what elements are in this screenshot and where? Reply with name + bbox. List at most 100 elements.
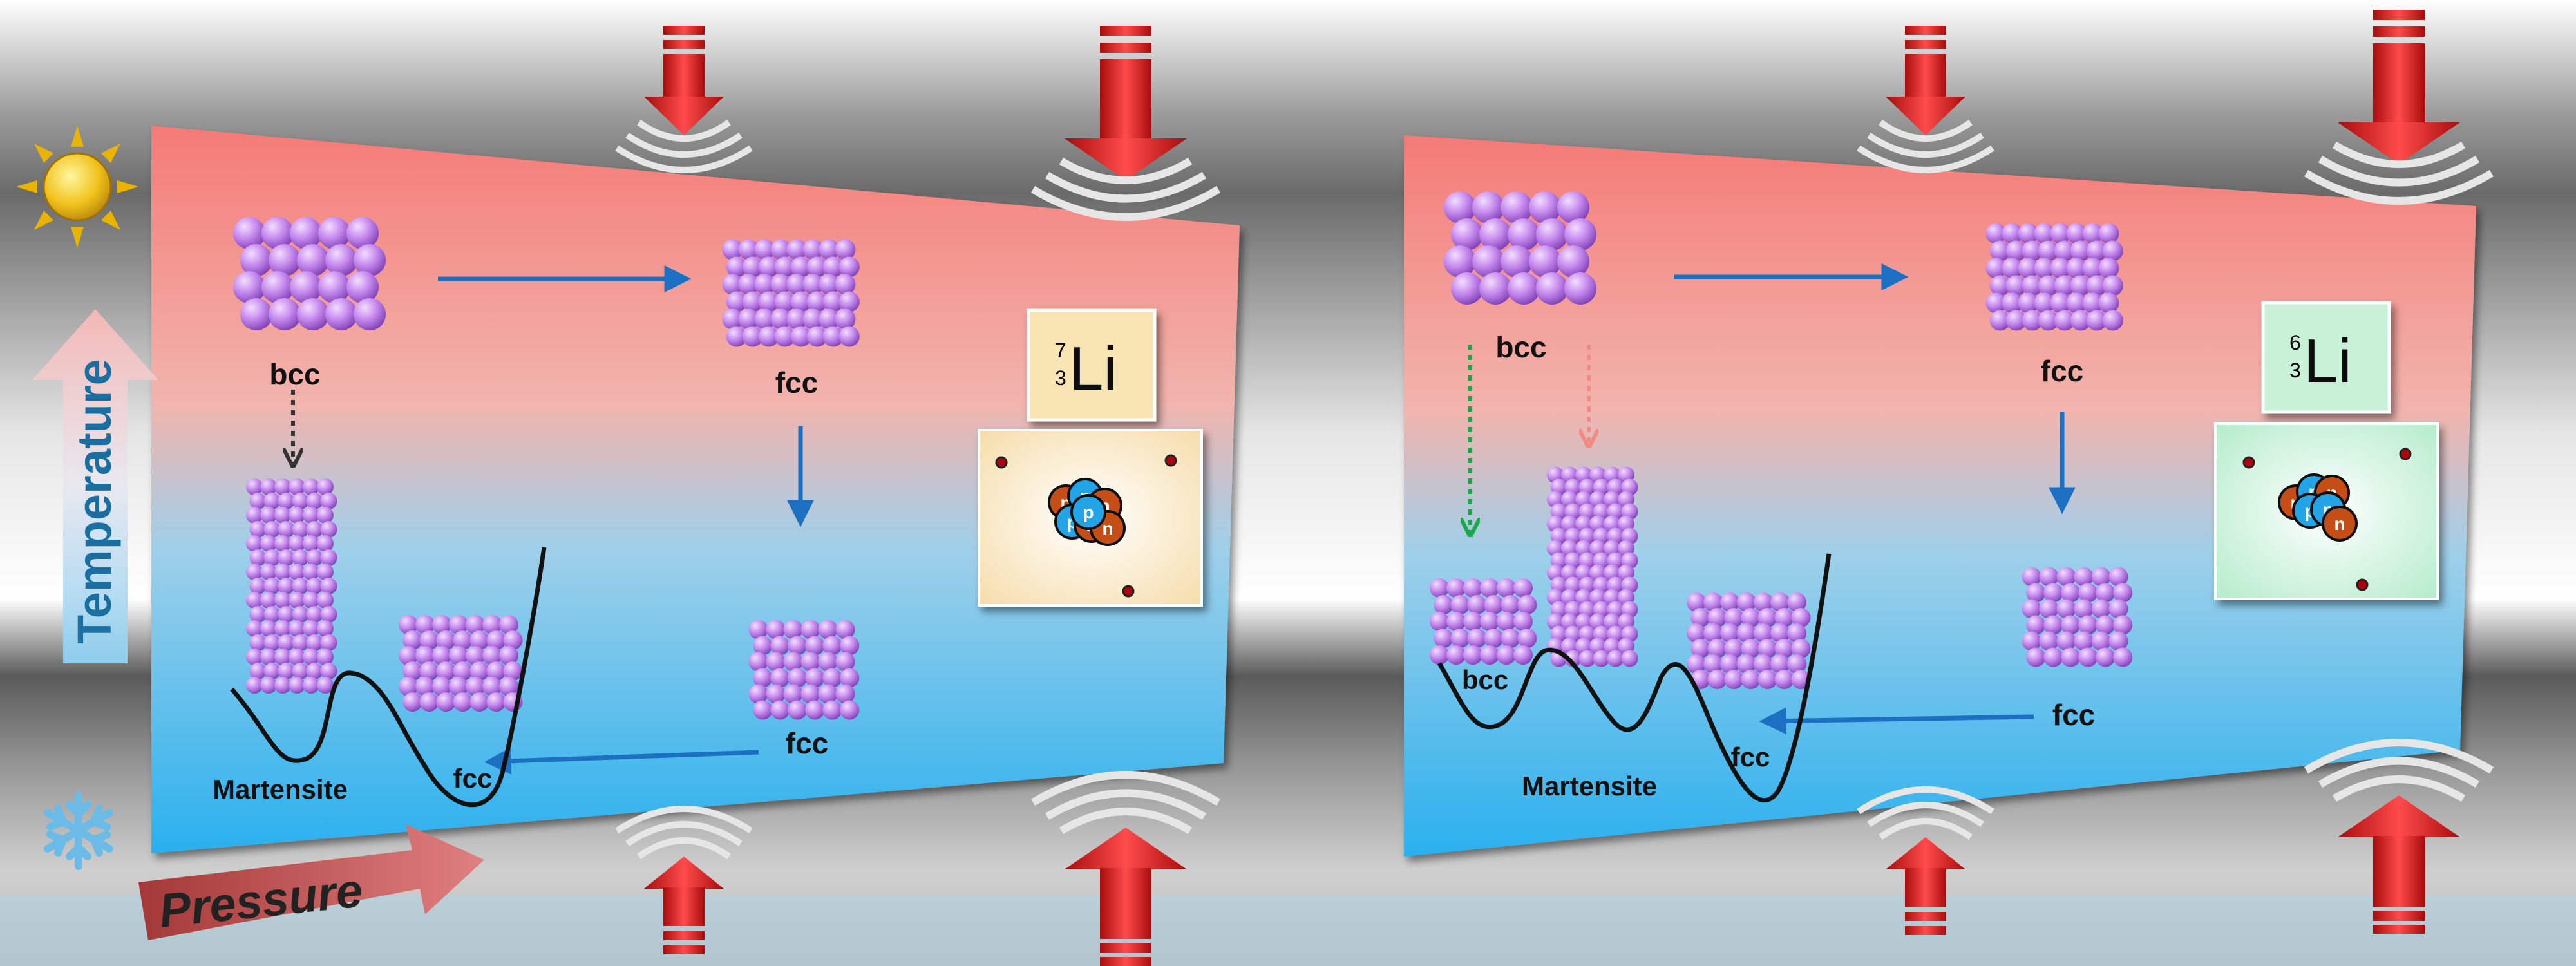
atom <box>2054 310 2075 331</box>
element-symbol: Li <box>2304 327 2352 395</box>
atom <box>802 239 824 260</box>
atom <box>415 646 435 665</box>
atom <box>2022 240 2043 261</box>
atom <box>840 668 860 688</box>
atom <box>742 326 763 347</box>
atom <box>2034 223 2055 244</box>
atom <box>2026 583 2046 603</box>
pressure-arrow-bottom-small-left <box>615 806 753 954</box>
atom <box>1724 608 1744 627</box>
atom <box>2108 599 2128 619</box>
atom <box>822 700 842 720</box>
atom <box>1501 629 1520 648</box>
atom <box>802 274 824 295</box>
label-fcc-well-left: fcc <box>453 763 493 793</box>
atom <box>320 634 337 651</box>
atom <box>278 634 295 651</box>
atom <box>1501 595 1520 614</box>
atom <box>838 291 860 312</box>
atom <box>303 649 319 665</box>
lattice-fcc-right <box>2022 567 2133 667</box>
atom <box>269 244 301 276</box>
atom <box>2061 583 2081 603</box>
atom <box>2098 223 2119 244</box>
atom <box>318 271 350 303</box>
atom <box>1480 612 1499 631</box>
pressure-arrow-top-small-right <box>1857 26 1994 173</box>
atom <box>499 677 518 696</box>
atom <box>432 646 451 665</box>
atom <box>306 549 323 566</box>
atom <box>1501 245 1533 278</box>
atom <box>742 256 763 278</box>
atom <box>261 271 294 303</box>
atom <box>246 564 263 580</box>
atom <box>786 239 808 260</box>
atom <box>726 326 747 347</box>
atom <box>1513 612 1533 631</box>
atom <box>774 326 795 347</box>
atom <box>292 549 309 566</box>
atom <box>246 592 263 609</box>
atom <box>233 217 265 249</box>
atom <box>274 564 291 580</box>
atom <box>1446 645 1466 665</box>
atom <box>1529 191 1561 223</box>
atom <box>1557 245 1589 278</box>
atom <box>318 217 350 249</box>
atom <box>753 668 773 688</box>
atom <box>786 274 808 295</box>
atom <box>1741 670 1761 689</box>
atom <box>263 606 281 623</box>
atom <box>399 646 418 665</box>
atom <box>738 239 759 260</box>
atom <box>240 298 272 330</box>
atom <box>800 620 820 639</box>
atom <box>306 521 323 538</box>
atom <box>1517 629 1537 648</box>
atom <box>469 692 489 712</box>
atom <box>2022 631 2041 651</box>
atom <box>1787 623 1806 643</box>
atom <box>436 692 456 712</box>
atom <box>2039 599 2059 619</box>
atom <box>2050 292 2071 314</box>
label-bcc-top-left: bcc <box>269 357 320 391</box>
atom <box>2102 240 2123 261</box>
atom <box>466 646 485 665</box>
atom <box>449 677 468 696</box>
atom <box>1501 191 1533 223</box>
label-bcc-well-right: bcc <box>1462 665 1508 695</box>
atom <box>2082 223 2103 244</box>
atom <box>2061 615 2081 635</box>
atom <box>303 620 319 637</box>
atom <box>2108 631 2128 651</box>
atom <box>1557 191 1589 223</box>
svg-text:n: n <box>2334 514 2345 534</box>
atom <box>249 521 267 538</box>
atom <box>449 615 468 634</box>
atom <box>317 649 334 665</box>
atom <box>482 677 502 696</box>
atom <box>758 326 779 347</box>
atom <box>292 578 309 594</box>
atom <box>2005 310 2027 331</box>
atom <box>835 652 855 672</box>
atom <box>2039 567 2059 587</box>
atom <box>317 564 334 580</box>
atom <box>246 677 263 694</box>
atom <box>278 663 295 679</box>
atom <box>263 663 281 679</box>
atom <box>432 615 451 634</box>
lattice-fcc-well-left <box>399 615 523 712</box>
atom <box>325 244 357 276</box>
transition-arrow-fcc-to-well-left <box>484 747 759 775</box>
atom <box>2091 631 2111 651</box>
atom <box>822 668 842 688</box>
atom <box>835 239 856 260</box>
atom <box>2096 583 2116 603</box>
atom <box>1446 612 1466 631</box>
atom <box>2026 647 2046 667</box>
mass-number: 7 <box>1055 339 1066 362</box>
